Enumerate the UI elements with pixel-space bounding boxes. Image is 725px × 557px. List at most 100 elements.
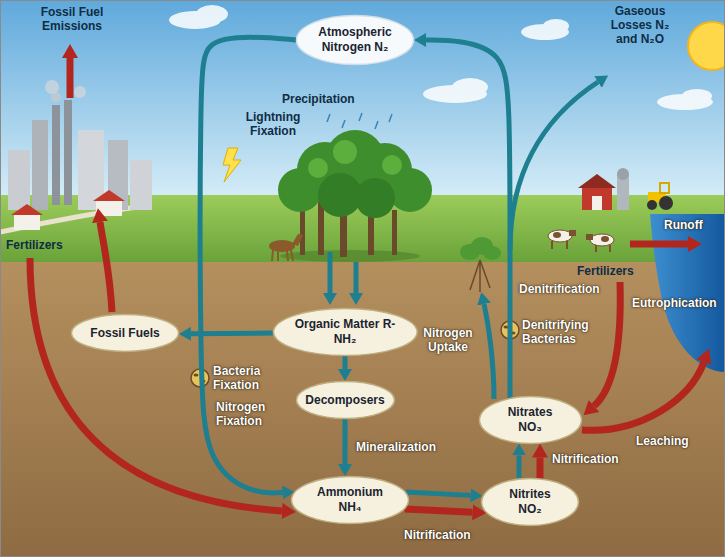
cows-part [569,230,576,236]
runoff-arrow [630,241,688,248]
precipitation-drops-part [375,121,378,129]
deer-part [292,234,303,246]
process-label: Nitrification [552,452,619,466]
cows-part [590,234,614,246]
scene-label: Precipitation [282,92,355,106]
ellipse-outline [297,16,414,65]
ellipse-outline [296,382,394,419]
scene-label: Lightning Fixation [240,110,306,138]
city-part [96,200,122,216]
scene-label: Gaseous Losses N₂ and N₂O [604,4,676,46]
precipitation-drops-part [389,114,392,122]
city-part [45,80,59,94]
cycle-arrow [342,356,347,369]
scene-label: Fossil Fuel Emissions [30,5,114,33]
precipitation-drops-part [342,120,345,128]
cycle-ellipse: Atmospheric Nitrogen N₂ [295,14,415,66]
cycle-ellipse: Nitrites NO₂ [480,477,580,527]
deer-part [291,250,293,261]
clouds-part [682,89,712,103]
fossil-fuel-arrow [100,222,112,312]
city-part [52,105,60,205]
trees-part [355,178,395,218]
scene-label: Fertilizers [6,238,63,252]
flow-arrows-red [30,58,704,511]
clouds-part [452,78,488,96]
cycle-arrow [342,419,347,464]
shrub-part [470,260,490,292]
node-text: Ammonium NH₄ [313,485,387,515]
cows-part [601,236,609,242]
farm-part [582,186,612,210]
cows-part [586,234,593,240]
cycle-arrow [405,509,473,512]
cycle-ellipse: Organic Matter R-NH₂ [272,307,419,357]
uptake-arrow [484,304,494,399]
node-text: Decomposers [305,393,384,408]
gaseous-loss-arrow [510,82,598,250]
cycle-arrow [537,458,544,479]
city-part [11,204,43,215]
ellipse-outline [292,477,409,524]
deer-part [277,251,279,261]
cows-part [595,245,597,252]
trees-part [333,140,357,164]
node-text: Atmospheric Nitrogen N₂ [309,25,401,55]
farm [578,168,673,210]
ellipse-outline [273,309,417,356]
cows-part [609,245,611,252]
trees [278,130,432,262]
farm-part [660,183,669,193]
cycle-arrow [200,37,296,493]
cycle-ellipse: Ammonium NH₄ [290,475,410,525]
scene-label: Nitrogen Uptake [420,326,476,354]
ellipse-outline [479,397,581,444]
precipitation-drops [327,113,392,129]
cycle-arrow [517,455,522,478]
city-part [8,150,30,210]
lightning-bolt [223,148,241,182]
fertilizer-arrow [30,258,282,511]
deer [269,234,303,261]
city-part [74,86,86,98]
farm-part [659,196,673,210]
leaching-arrow [582,362,704,430]
farm-part [592,196,602,210]
city-part [93,190,125,201]
deer-part [287,251,288,261]
deer-part [272,250,273,261]
farm-fertilizer-arrow [594,282,620,406]
node-text: Organic Matter R-NH₂ [293,317,397,347]
tree-to-organic-arrow [328,252,333,293]
node-text: Fossil Fuels [90,326,159,341]
sea [650,214,725,372]
cycle-ellipse: Fossil Fuels [70,313,180,353]
shrub [460,237,501,292]
trees-part [300,205,305,255]
precipitation-drops-part [359,113,362,121]
farm-part [578,174,616,188]
process-label: Mineralization [356,440,436,454]
city [0,80,152,232]
scene-label: Runoff [664,218,703,232]
cows [548,230,614,252]
city-part [32,120,48,210]
emission-arrow [67,58,74,98]
clouds-part [543,19,569,33]
ellipse-outline [482,479,579,526]
cycle-ellipse: Nitrates NO₃ [478,395,583,445]
trees-part [382,155,402,175]
city-part [14,214,40,230]
cows-part [553,232,561,238]
cycle-arrow [191,331,273,337]
process-label: Nitrogen Fixation [216,400,278,428]
deer-to-organic-arrow [354,262,359,293]
node-text: Nitrates NO₃ [498,405,562,435]
clouds-part [196,5,228,23]
city-part [130,160,152,210]
